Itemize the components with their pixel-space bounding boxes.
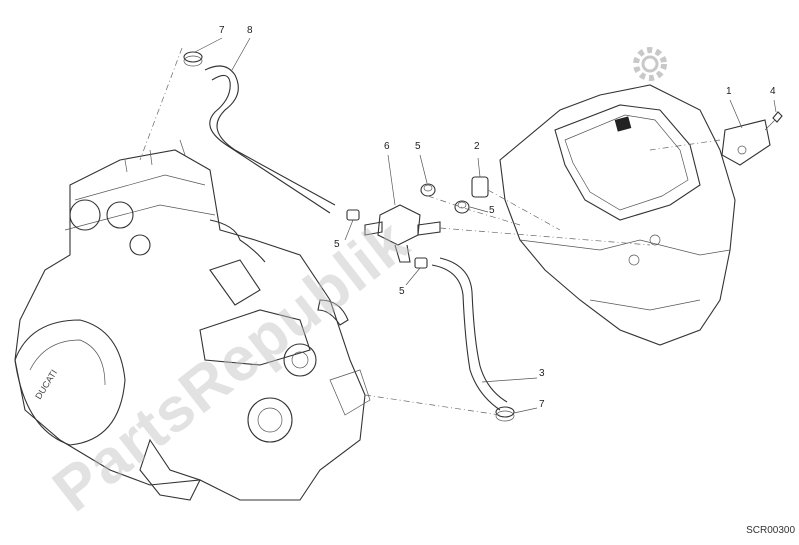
airbox-housing <box>499 84 736 346</box>
callout-2: 2 <box>474 141 480 152</box>
sleeve-5-d <box>414 257 428 269</box>
callout-5-a: 5 <box>415 141 421 152</box>
svg-text:DUCATI: DUCATI <box>33 368 59 401</box>
spacer-2 <box>471 176 489 198</box>
drawing-code: SCR00300 <box>746 525 795 536</box>
leader-lines <box>194 37 777 414</box>
clamp-7-bottom <box>495 406 515 422</box>
callout-8: 8 <box>247 25 253 36</box>
engine-assembly: DUCATI <box>14 139 371 501</box>
clamp-7-top <box>183 51 203 67</box>
grommet-5-c <box>454 200 470 214</box>
hose-8 <box>204 65 336 214</box>
callout-4: 4 <box>770 86 776 97</box>
callout-5-c: 5 <box>334 239 340 250</box>
breather-valve-6 <box>364 204 441 263</box>
callout-5-b: 5 <box>489 205 495 216</box>
bracket-1 <box>721 119 771 166</box>
callout-5-d: 5 <box>399 286 405 297</box>
gear-icon <box>633 47 667 81</box>
callout-3: 3 <box>539 368 545 379</box>
callout-7-bottom: 7 <box>539 399 545 410</box>
assembly-lines <box>139 47 721 416</box>
grommet-5-b <box>420 183 436 197</box>
screw-4 <box>764 111 783 131</box>
hose-3 <box>431 257 508 411</box>
sleeve-5-a <box>346 209 360 221</box>
callout-6: 6 <box>384 141 390 152</box>
callout-1: 1 <box>726 86 732 97</box>
callout-7-top: 7 <box>219 25 225 36</box>
